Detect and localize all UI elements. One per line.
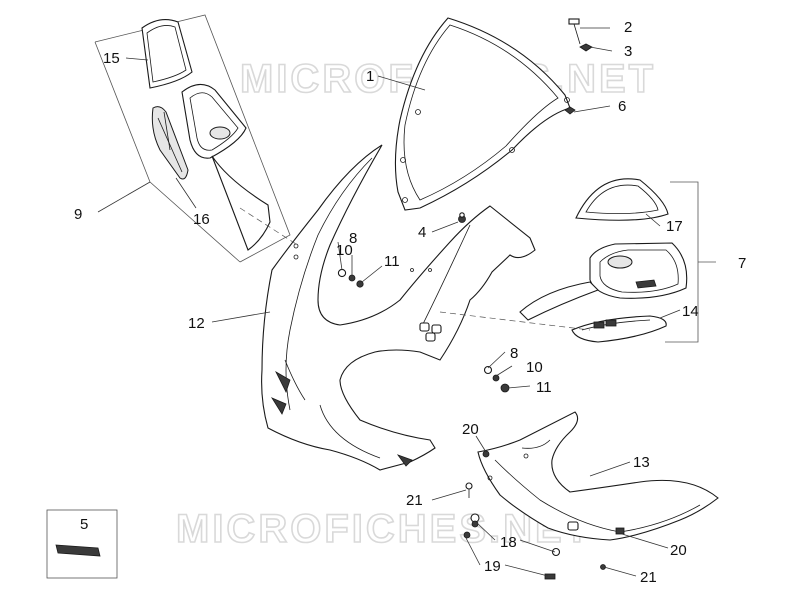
mirror-stalk-left bbox=[211, 155, 271, 251]
mirror-housing-left[interactable] bbox=[181, 83, 247, 159]
callout-11-upper: 11 bbox=[384, 253, 400, 270]
watermark-bottom: MICROFICHES.NET bbox=[176, 507, 592, 551]
windscreen[interactable] bbox=[394, 17, 571, 211]
nut-windscreen-side[interactable] bbox=[564, 106, 576, 115]
callout-5: 5 bbox=[80, 516, 88, 533]
assembly-lines bbox=[239, 207, 591, 331]
mirror-stalk-right bbox=[519, 281, 599, 321]
callout-13: 13 bbox=[633, 454, 650, 471]
callout-18: 18 bbox=[500, 534, 517, 551]
callout-21-lower: 21 bbox=[640, 569, 657, 586]
callout-10-upper: 10 bbox=[336, 242, 353, 259]
front-fairing[interactable] bbox=[261, 144, 536, 471]
mirror-glass-left[interactable] bbox=[141, 19, 193, 89]
callout-20-lower: 20 bbox=[670, 542, 687, 559]
callout-12: 12 bbox=[188, 315, 205, 332]
fasteners-upper-left[interactable] bbox=[337, 268, 364, 288]
callout-21-upper: 21 bbox=[406, 492, 423, 509]
callout-8-upper: 8 bbox=[349, 230, 357, 247]
callout-15: 15 bbox=[103, 50, 120, 67]
leader-lines bbox=[97, 27, 681, 577]
callout-2: 2 bbox=[624, 19, 632, 36]
callout-6: 6 bbox=[618, 98, 626, 115]
callout-3: 3 bbox=[624, 43, 632, 60]
indicator-light-right[interactable] bbox=[571, 315, 667, 343]
screw-windscreen-top[interactable] bbox=[568, 18, 581, 45]
fasteners-lower-right[interactable] bbox=[483, 365, 510, 393]
lower-fairing[interactable] bbox=[477, 411, 719, 541]
callout-4: 4 bbox=[418, 224, 426, 241]
callouts: 15 1 2 3 6 4 9 16 12 8 10 11 17 7 14 8 1… bbox=[74, 19, 746, 586]
callout-17: 17 bbox=[666, 218, 683, 235]
callout-11-lower: 11 bbox=[536, 379, 552, 396]
callout-8-lower: 8 bbox=[510, 345, 518, 362]
callout-20-upper: 20 bbox=[462, 421, 479, 438]
mirror-glass-right[interactable] bbox=[575, 178, 669, 221]
callout-10-lower: 10 bbox=[526, 359, 543, 376]
callout-14: 14 bbox=[682, 303, 699, 320]
decal-strip-box[interactable] bbox=[46, 509, 118, 579]
callout-1: 1 bbox=[366, 68, 374, 85]
callout-9: 9 bbox=[74, 206, 82, 223]
callout-7: 7 bbox=[738, 255, 746, 272]
callout-16: 16 bbox=[193, 211, 210, 228]
mirror-housing-right[interactable] bbox=[589, 242, 688, 299]
washer-windscreen-top[interactable] bbox=[579, 43, 593, 52]
grommet-windscreen[interactable] bbox=[458, 212, 466, 223]
mirror-bracket-left[interactable] bbox=[151, 106, 189, 180]
callout-19: 19 bbox=[484, 558, 501, 575]
mirror-right-group-frame bbox=[665, 181, 716, 343]
